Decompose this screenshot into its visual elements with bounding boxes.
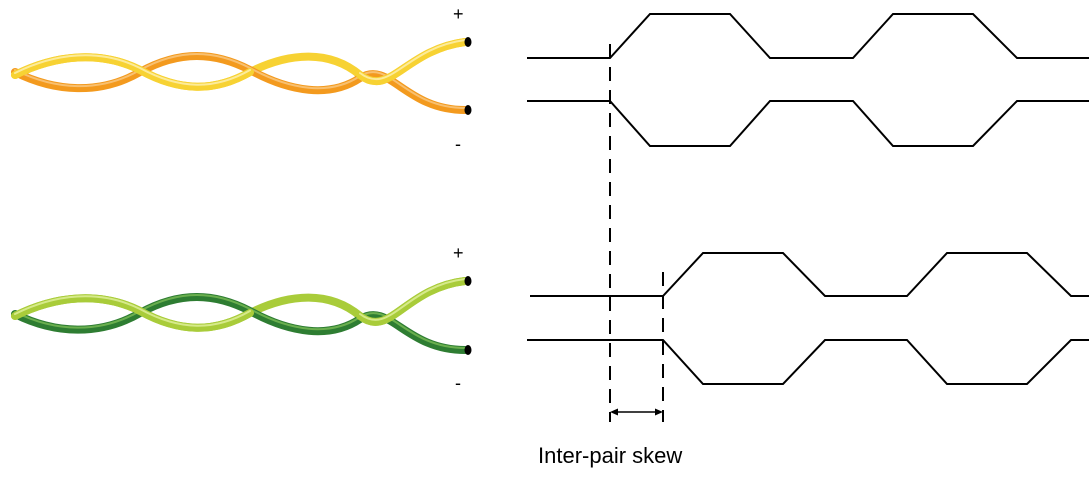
pair-2-wire-b-front [11, 294, 254, 332]
pair-1-minus-terminal [464, 105, 472, 115]
pair-2-plus-terminal [464, 276, 472, 286]
pair-2-wire-b-highlight [14, 278, 466, 327]
pair-2-minus-label: - [455, 373, 461, 393]
pair-1-plus-terminal [464, 37, 472, 47]
pair-1-minus-label: - [455, 134, 461, 154]
pair-1-waveforms [527, 13, 1089, 147]
pair-1-wire-b-front-2 [356, 38, 469, 85]
pair-2-negative-waveform [527, 339, 1089, 385]
skew-arrowhead-right [655, 408, 663, 416]
skew-arrowhead-left [610, 408, 618, 416]
pair-2-wire-b-front-2 [356, 277, 469, 326]
twisted-pair-2: + - [11, 243, 472, 393]
twisted-pair-1: + - [11, 4, 472, 154]
skew-markers [609, 44, 664, 422]
pair-2-minus-terminal [464, 345, 472, 355]
pair-2-waveforms [527, 252, 1089, 385]
pair-1-negative-waveform [527, 100, 1089, 147]
skew-dimension-arrow [610, 408, 663, 416]
pair-1-wire-b-front [11, 53, 254, 91]
pair-2-plus-label: + [453, 243, 464, 263]
pair-2-positive-waveform [530, 252, 1089, 297]
pair-1-plus-label: + [453, 4, 464, 24]
skew-label: Inter-pair skew [538, 443, 682, 468]
pair-1-positive-waveform [527, 13, 1089, 59]
pair-1-wire-b-highlight [14, 39, 466, 86]
